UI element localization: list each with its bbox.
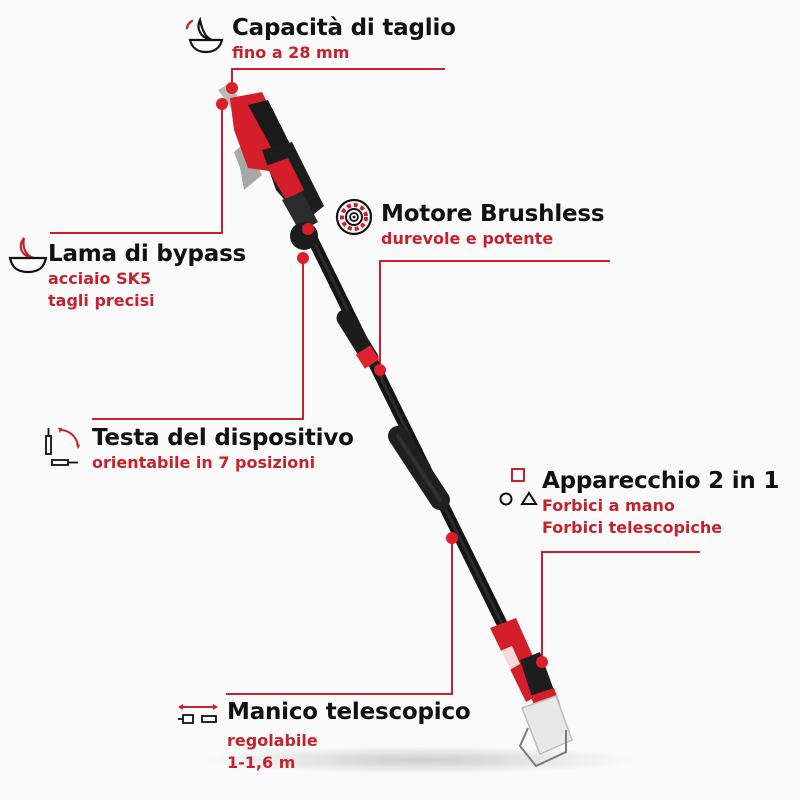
- motor-icon: [335, 198, 373, 240]
- connector-device-head: [92, 258, 304, 420]
- feature-detail: Forbici telescopiche: [542, 518, 723, 537]
- connector-lines: [50, 68, 700, 695]
- feature-bypass-blade: Lama di bypass acciaio SK5 tagli precisi: [48, 240, 246, 312]
- feature-device-head: Testa del dispositivo orientabile in 7 p…: [92, 424, 354, 474]
- connector-telescopic-handle: [226, 538, 453, 695]
- feature-title: Apparecchio 2 in 1: [542, 468, 780, 494]
- tool-handle: [490, 618, 573, 768]
- connector-brushless-motor: [379, 260, 610, 370]
- blade-cut-icon: [182, 14, 224, 58]
- feature-title: Manico telescopico: [227, 699, 471, 725]
- floor-shadow: [200, 746, 640, 774]
- bypass-blade-icon: [6, 236, 48, 280]
- feature-detail: acciaio SK5: [48, 269, 152, 288]
- rotating-head-icon: [42, 426, 88, 474]
- feature-title: Motore Brushless: [381, 201, 605, 227]
- feature-title: Capacità di taglio: [232, 15, 456, 41]
- shapes-icon: [496, 466, 540, 512]
- connector-two-in-one: [541, 551, 700, 662]
- feature-title: Lama di bypass: [48, 241, 247, 267]
- tool-head: [218, 84, 324, 250]
- callout-dots: [216, 82, 548, 668]
- feature-two-in-one: Apparecchio 2 in 1 Forbici a mano Forbic…: [542, 467, 779, 539]
- feature-detail: Forbici a mano: [542, 496, 675, 515]
- feature-cutting-capacity: Capacità di taglio fino a 28 mm: [232, 14, 456, 64]
- feature-telescopic-handle: Manico telescopico regolabile 1-1,6 m: [227, 698, 471, 774]
- tool-pole: [306, 232, 516, 646]
- feature-detail: fino a 28 mm: [232, 43, 350, 62]
- telescopic-icon: [176, 702, 220, 730]
- connector-bypass-blade: [50, 104, 223, 234]
- feature-detail: 1-1,6 m: [227, 753, 296, 772]
- feature-detail: tagli precisi: [48, 291, 155, 310]
- feature-detail: durevole e potente: [381, 229, 554, 248]
- feature-brushless-motor: Motore Brushless durevole e potente: [381, 200, 605, 250]
- feature-detail: orientabile in 7 posizioni: [92, 453, 316, 472]
- feature-title: Testa del dispositivo: [92, 425, 354, 451]
- feature-detail: regolabile: [227, 731, 318, 750]
- connector-cutting-capacity: [231, 68, 445, 88]
